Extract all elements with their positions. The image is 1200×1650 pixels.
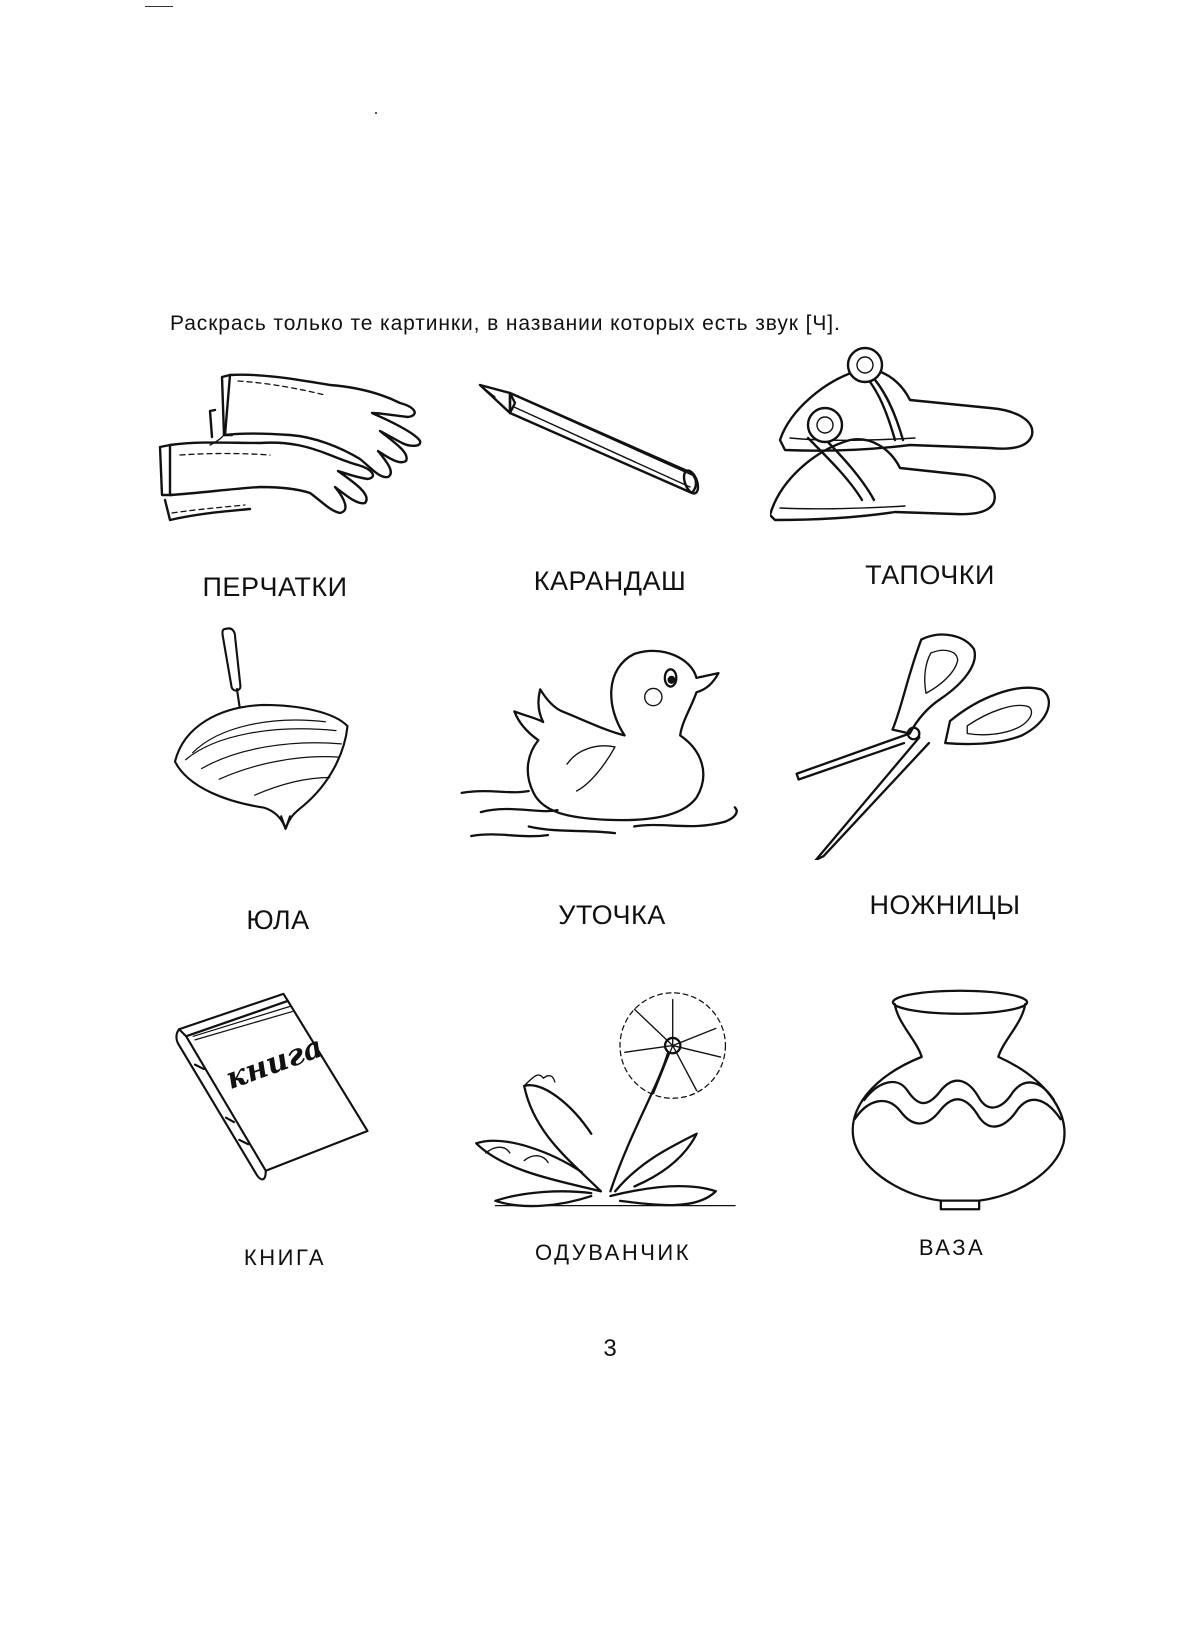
book-cover-text: книга	[221, 1030, 327, 1097]
item-label: КАРАНДАШ	[533, 566, 687, 596]
item-label: ТАПОЧКИ	[865, 560, 995, 590]
item-label: УТОЧКА	[558, 900, 666, 930]
vase-icon	[800, 985, 1120, 1215]
item-label: ПЕРЧАТКИ	[202, 572, 348, 602]
scan-dot	[375, 112, 377, 114]
scan-mark	[145, 6, 173, 7]
book-icon: книга	[150, 985, 470, 1215]
item-label: НОЖНИЦЫ	[869, 890, 1021, 920]
item-label: КНИГА	[243, 1245, 327, 1270]
duck-icon	[455, 630, 775, 860]
instruction-text: Раскрась только те картинки, в названии …	[170, 312, 841, 335]
page-number: 3	[603, 1335, 617, 1362]
pencil-icon	[460, 355, 780, 585]
dandelion-icon	[460, 990, 780, 1220]
item-label: ЮЛА	[246, 905, 310, 935]
scissors-icon	[790, 630, 1110, 860]
gloves-icon	[140, 355, 460, 585]
slippers-icon	[770, 340, 1090, 570]
spinning-top-icon	[130, 620, 450, 850]
item-label: ВАЗА	[918, 1235, 986, 1260]
item-label: ОДУВАНЧИК	[534, 1240, 692, 1265]
